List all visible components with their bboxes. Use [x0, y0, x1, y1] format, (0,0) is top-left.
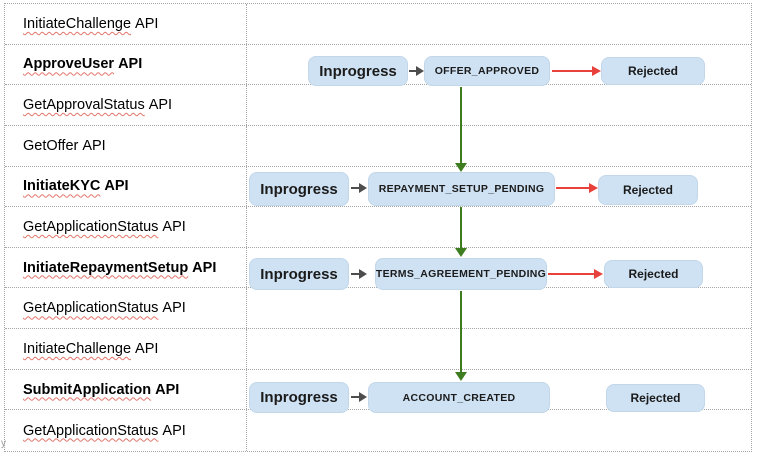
cut-off-text: y — [1, 438, 6, 449]
state-node-repayment-setup-pending[interactable]: REPAYMENT_SETUP_PENDING — [368, 172, 555, 206]
api-suffix: API — [118, 56, 143, 73]
api-name: GetApplicationStatus — [23, 218, 159, 235]
api-suffix: API — [135, 340, 159, 357]
api-name: InitiateChallenge — [23, 340, 132, 357]
flow-cell — [247, 288, 751, 328]
reject-arrow-icon — [552, 66, 601, 76]
api-name: InitiateKYC — [23, 178, 101, 195]
api-suffix: API — [135, 15, 159, 32]
api-suffix: API — [104, 178, 129, 195]
reject-arrow-icon — [556, 183, 598, 193]
right-arrow-icon — [351, 183, 367, 193]
down-arrow-icon — [455, 291, 467, 381]
flow-cell — [247, 85, 751, 125]
api-suffix: API — [162, 422, 186, 439]
api-name: InitiateChallenge — [23, 15, 132, 32]
api-suffix: API — [155, 381, 180, 398]
state-node-account-created[interactable]: ACCOUNT_CREATED — [368, 382, 550, 413]
api-suffix: API — [162, 300, 186, 317]
api-name: InitiateRepaymentSetup — [23, 259, 189, 276]
flow-cell — [247, 329, 751, 369]
down-arrow-icon — [455, 207, 467, 257]
inprogress-node[interactable]: Inprogress — [249, 382, 349, 413]
right-arrow-icon — [351, 392, 367, 402]
inprogress-node[interactable]: Inprogress — [249, 258, 349, 290]
api-suffix: API — [148, 97, 173, 114]
right-arrow-icon — [351, 269, 367, 279]
right-arrow-icon — [409, 66, 424, 76]
reject-arrow-icon — [548, 269, 603, 279]
api-name: GetOffer — [23, 137, 79, 154]
api-suffix: API — [192, 259, 217, 276]
api-name: GetApprovalStatus — [23, 97, 145, 114]
api-name: ApproveUser — [23, 56, 115, 73]
inprogress-node[interactable]: Inprogress — [308, 56, 408, 86]
inprogress-node[interactable]: Inprogress — [249, 172, 349, 206]
state-node-offer-approved[interactable]: OFFER_APPROVED — [424, 56, 550, 86]
api-name: SubmitApplication — [23, 381, 152, 398]
flow-cell — [247, 410, 751, 451]
api-suffix: API — [82, 137, 106, 154]
flow-cell — [247, 126, 751, 166]
down-arrow-icon — [455, 87, 467, 172]
flow-cell — [247, 207, 751, 247]
rejected-node[interactable]: Rejected — [604, 260, 703, 288]
rejected-node[interactable]: Rejected — [606, 384, 705, 412]
api-suffix: API — [162, 218, 186, 235]
rejected-node[interactable]: Rejected — [601, 57, 705, 85]
state-node-terms-agreement-pending[interactable]: TERMS_AGREEMENT_PENDING — [375, 258, 547, 290]
api-name: GetApplicationStatus — [23, 422, 159, 439]
rejected-node[interactable]: Rejected — [598, 175, 698, 205]
api-name: GetApplicationStatus — [23, 300, 159, 317]
flow-cell — [247, 4, 751, 44]
